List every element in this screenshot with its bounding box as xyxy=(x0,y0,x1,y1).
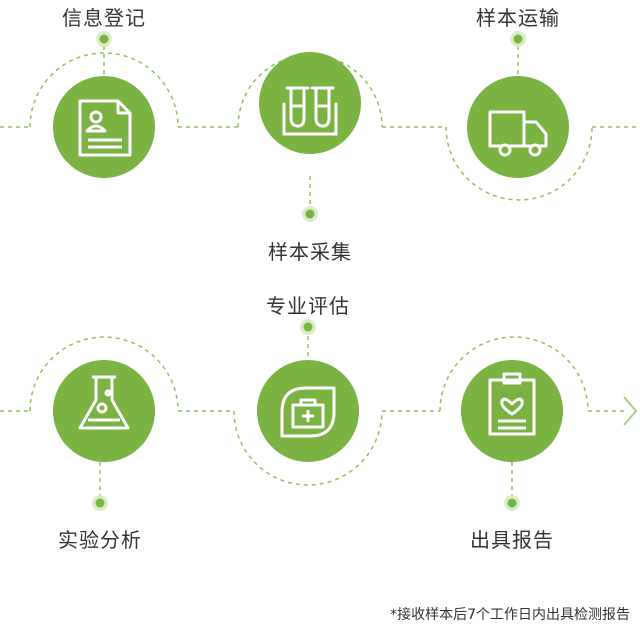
dot xyxy=(302,206,318,222)
step-circle-evaluation xyxy=(257,360,359,462)
test-tubes-icon xyxy=(282,86,338,136)
registration-form-icon xyxy=(78,99,132,157)
footnote: *接收样本后7个工作日内出具检测报告 xyxy=(390,607,630,623)
connector-dots xyxy=(92,31,526,511)
lab-flask-icon xyxy=(78,375,130,430)
step-label-report: 出具报告 xyxy=(470,528,554,552)
step-circle-sampling xyxy=(259,52,361,154)
dot xyxy=(504,495,520,511)
connector-row-2 xyxy=(0,336,624,496)
step-circle-analysis xyxy=(53,360,155,462)
medical-kit-icon xyxy=(280,386,336,438)
step-circle-transport xyxy=(467,76,569,178)
chevron-right-icon xyxy=(623,396,638,426)
dot xyxy=(510,31,526,47)
step-label-sampling: 样本采集 xyxy=(268,240,352,264)
step-circle-registration xyxy=(53,76,155,178)
step-circle-report xyxy=(461,360,563,462)
dot xyxy=(300,319,316,335)
step-label-registration: 信息登记 xyxy=(62,6,146,30)
step-label-analysis: 实验分析 xyxy=(58,528,142,552)
step-label-transport: 样本运输 xyxy=(476,6,560,30)
dot xyxy=(92,495,108,511)
clipboard-report-icon xyxy=(488,372,536,436)
dot xyxy=(96,31,112,47)
delivery-truck-icon xyxy=(488,110,548,157)
step-label-evaluation: 专业评估 xyxy=(266,294,350,318)
